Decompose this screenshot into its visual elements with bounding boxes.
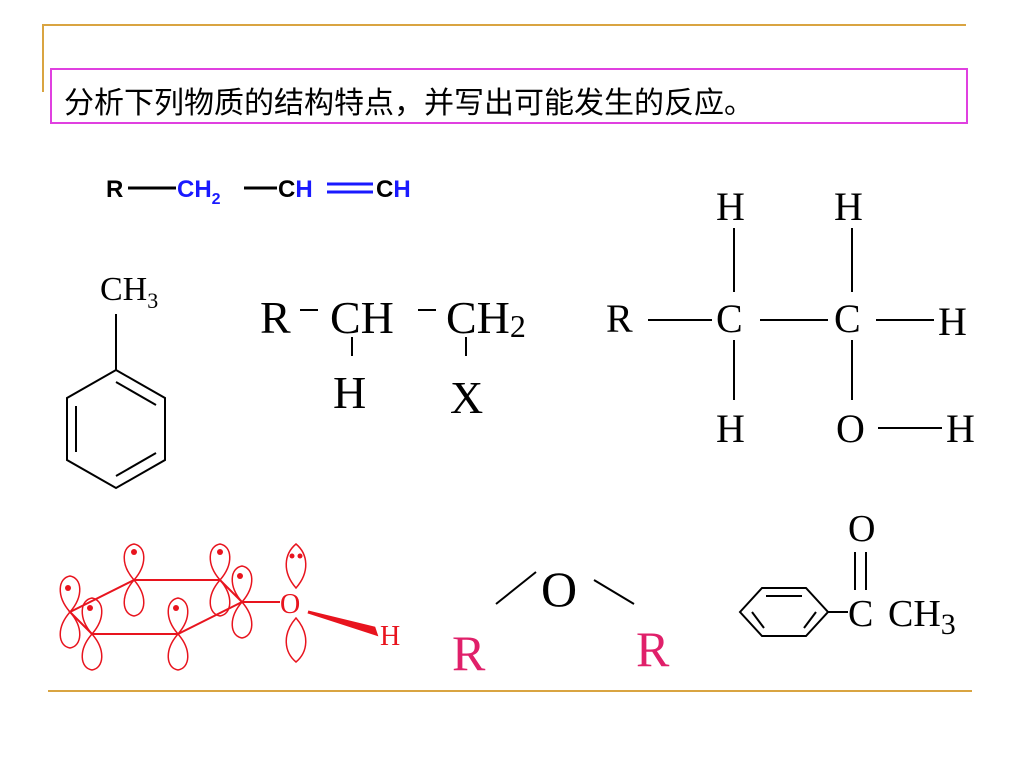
halide-x: X [450, 372, 483, 423]
p-orbital-1 [59, 575, 81, 649]
alcohol-c1: C [716, 296, 743, 341]
title-box: 分析下列物质的结构特点，并写出可能发生的反应。 [50, 68, 968, 124]
ketone-ch3: CH3 [888, 593, 956, 641]
alkene-r: R [106, 176, 123, 203]
p-orbital-2 [123, 543, 145, 617]
phenol-orbital-diagram [59, 543, 379, 671]
alkene-ch-b: CH [376, 176, 411, 203]
ketone-o: O [848, 508, 875, 550]
alkene-structure: R CH2 CH CH [106, 176, 411, 208]
ether-o: O [541, 561, 577, 617]
top-rule [42, 24, 966, 26]
ether-r2: R [636, 621, 670, 677]
alcohol-h-right: H [938, 299, 967, 344]
halide-ch2: CH2 [446, 292, 526, 344]
alkene-ch2: CH2 [177, 176, 221, 208]
ketone-c: C [848, 593, 873, 635]
p-orbital-6 [81, 597, 103, 671]
halide-r: R [260, 292, 291, 343]
halide-h: H [333, 367, 366, 418]
toluene-structure: CH3 [66, 271, 166, 490]
p-orbital-4 [231, 565, 253, 639]
alcohol-h-bottom: H [716, 406, 745, 451]
alcohol-structure: H H R C C H H O H [606, 184, 975, 451]
ether-structure: O R R [452, 561, 670, 681]
alcohol-h-top-1: H [716, 184, 745, 229]
alcohol-c2: C [834, 296, 861, 341]
phenol-o: O [280, 589, 300, 620]
alkene-ch-a: CH [278, 176, 313, 203]
page-title: 分析下列物质的结构特点，并写出可能发生的反应。 [64, 86, 754, 121]
ketone-structure: O C CH3 [738, 508, 956, 641]
ether-r1: R [452, 625, 486, 681]
benzene-ring [66, 368, 166, 490]
oxygen-p-orbital [285, 543, 307, 663]
bottom-rule [48, 690, 972, 692]
halide-structure: R CH CH2 H X [260, 292, 526, 423]
p-orbital-3 [209, 543, 231, 617]
alcohol-r: R [606, 296, 633, 341]
halide-ch: CH [330, 292, 394, 343]
toluene-ch3: CH3 [100, 271, 158, 313]
p-orbital-5 [167, 597, 189, 671]
alcohol-o: O [836, 406, 865, 451]
left-rule [42, 24, 44, 92]
alcohol-h-top-2: H [834, 184, 863, 229]
phenol-h: H [380, 621, 400, 652]
o-h-bond [307, 610, 379, 637]
phenol-ring [68, 579, 244, 635]
alcohol-h-oh: H [946, 406, 975, 451]
